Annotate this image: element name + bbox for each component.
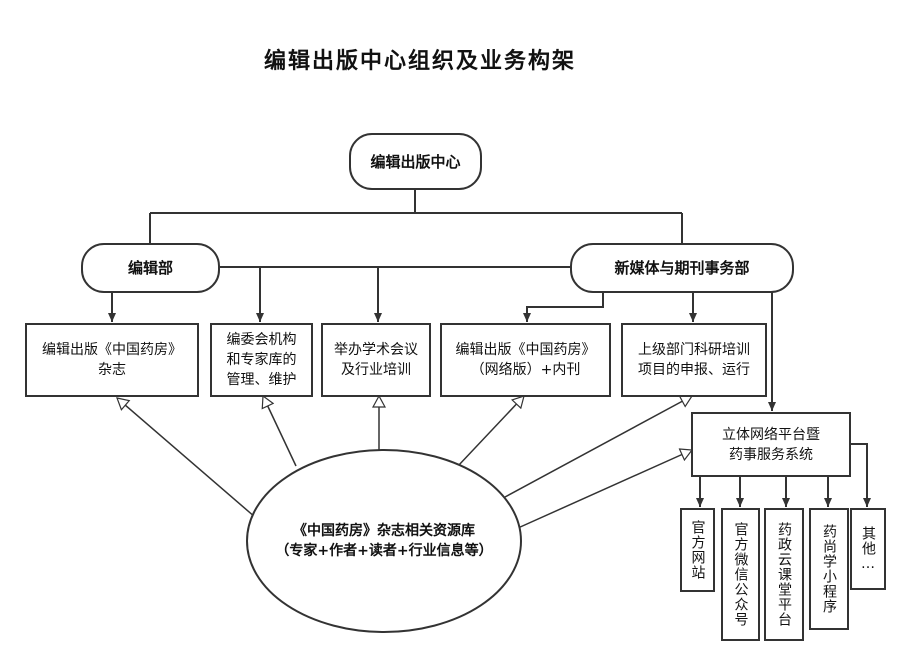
- b5-shape: [621, 323, 767, 397]
- channel-wechat: 官方微信公众号: [722, 509, 759, 640]
- business-box-1: 编辑出版《中国药房》 杂志: [26, 324, 198, 396]
- b1-line2: 杂志: [98, 362, 126, 378]
- b5-line1: 上级部门科研培训: [638, 342, 750, 358]
- v1-label: 官方网站: [689, 520, 706, 580]
- b3-line1: 举办学术会议: [334, 342, 418, 358]
- newmedia-dept-label: 新媒体与期刊事务部: [614, 259, 750, 277]
- platform-node: 立体网络平台暨 药事服务系统: [692, 413, 850, 476]
- business-box-3: 举办学术会议 及行业培训: [322, 324, 430, 396]
- b3-line2: 及行业培训: [341, 362, 411, 378]
- db-shape: [246, 449, 522, 633]
- db-arrow-b2: [263, 396, 297, 467]
- b5-line2: 项目的申报、运行: [638, 362, 750, 378]
- b4-line1: 编辑出版《中国药房》: [455, 342, 596, 358]
- business-box-4: 编辑出版《中国药房》 （网络版）+内刊: [441, 324, 610, 396]
- center-shape: [349, 133, 482, 190]
- b1-line1: 编辑出版《中国药房》: [42, 342, 182, 358]
- v2-shape: [721, 508, 760, 641]
- channel-other: 其他…: [851, 509, 885, 589]
- center-label: 编辑出版中心: [370, 152, 461, 171]
- platform-line2: 药事服务系统: [729, 446, 813, 463]
- v1-shape: [680, 508, 715, 592]
- business-box-2: 编委会机构 和专家库的 管理、维护: [211, 324, 312, 396]
- b3-shape: [321, 323, 431, 397]
- b1-shape: [25, 323, 199, 397]
- b2-line3: 管理、维护: [226, 372, 297, 388]
- platform-shape: [691, 412, 851, 477]
- db-line1: 《中国药房》杂志相关资源库: [293, 523, 475, 539]
- b4-shape: [440, 323, 611, 397]
- edit-dept-label: 编辑部: [127, 259, 173, 277]
- edit-dept-node: 编辑部: [82, 244, 219, 292]
- resource-db-node: 《中国药房》杂志相关资源库 （专家+作者+读者+行业信息等）: [247, 450, 521, 632]
- v4-label: 药尚学小程序: [821, 524, 837, 614]
- b2-shape: [210, 323, 313, 397]
- v5-label: 其他…: [860, 525, 876, 573]
- channel-mini-program: 药尚学小程序: [810, 509, 848, 629]
- channel-cloud-class: 药政云课堂平台: [765, 509, 803, 640]
- channel-official-site: 官方网站: [681, 509, 714, 591]
- db-arrow-b4: [457, 396, 524, 467]
- center-node: 编辑出版中心: [350, 134, 481, 189]
- v4-shape: [809, 508, 849, 630]
- db-arrow-platform: [517, 450, 692, 529]
- connector-platform-v5: [850, 443, 871, 507]
- b4-line2: （网络版）+内刊: [470, 362, 581, 378]
- b2-line1: 编委会机构: [226, 332, 297, 348]
- db-arrow-b1: [117, 398, 271, 531]
- newmedia-dept-node: 新媒体与期刊事务部: [571, 244, 793, 292]
- v5-shape: [850, 508, 886, 590]
- db-arrow-b5: [504, 395, 692, 498]
- edit-dept-shape: [81, 243, 220, 293]
- db-line2: （专家+作者+读者+行业信息等）: [275, 543, 493, 559]
- v3-shape: [764, 508, 804, 641]
- page-title: 编辑出版中心组织及业务构架: [263, 49, 576, 74]
- business-box-5: 上级部门科研培训 项目的申报、运行: [622, 324, 766, 396]
- newmedia-dept-shape: [570, 243, 794, 293]
- v2-label: 官方微信公众号: [732, 522, 749, 627]
- platform-line1: 立体网络平台暨: [722, 426, 820, 443]
- arrow-to-b4: [523, 292, 604, 322]
- v3-label: 药政云课堂平台: [776, 522, 792, 627]
- b2-line2: 和专家库的: [226, 352, 297, 368]
